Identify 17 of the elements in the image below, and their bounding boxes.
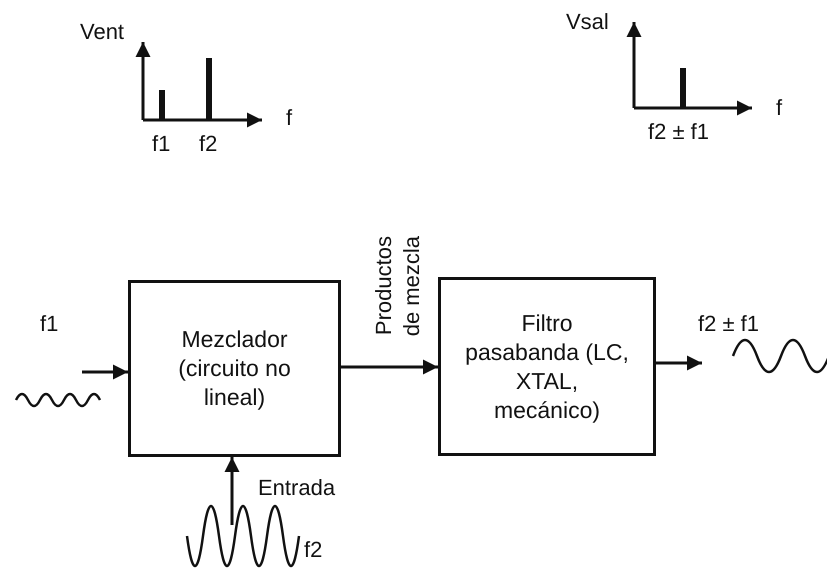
- process-box: [438, 277, 656, 456]
- process-box: [128, 280, 341, 457]
- edge-label: Productos de mezcla: [370, 236, 425, 338]
- arrow: [224, 457, 240, 525]
- axis-label: f: [776, 96, 782, 120]
- arrow: [341, 360, 438, 374]
- arrow: [656, 356, 702, 370]
- axis-label: f: [286, 106, 292, 130]
- tick-label: f1: [152, 132, 170, 156]
- tick-label: f2: [199, 132, 218, 156]
- axis-label: Vent: [80, 20, 124, 44]
- tick-label: f2 ± f1: [648, 120, 709, 144]
- axis-label: Vsal: [566, 10, 609, 34]
- box-text: Filtro pasabanda (LC, XTAL, mecánico): [464, 308, 630, 424]
- box-text: Mezclador (circuito no lineal): [177, 325, 292, 412]
- signal-label: f2: [304, 538, 322, 562]
- arrow: [82, 364, 128, 380]
